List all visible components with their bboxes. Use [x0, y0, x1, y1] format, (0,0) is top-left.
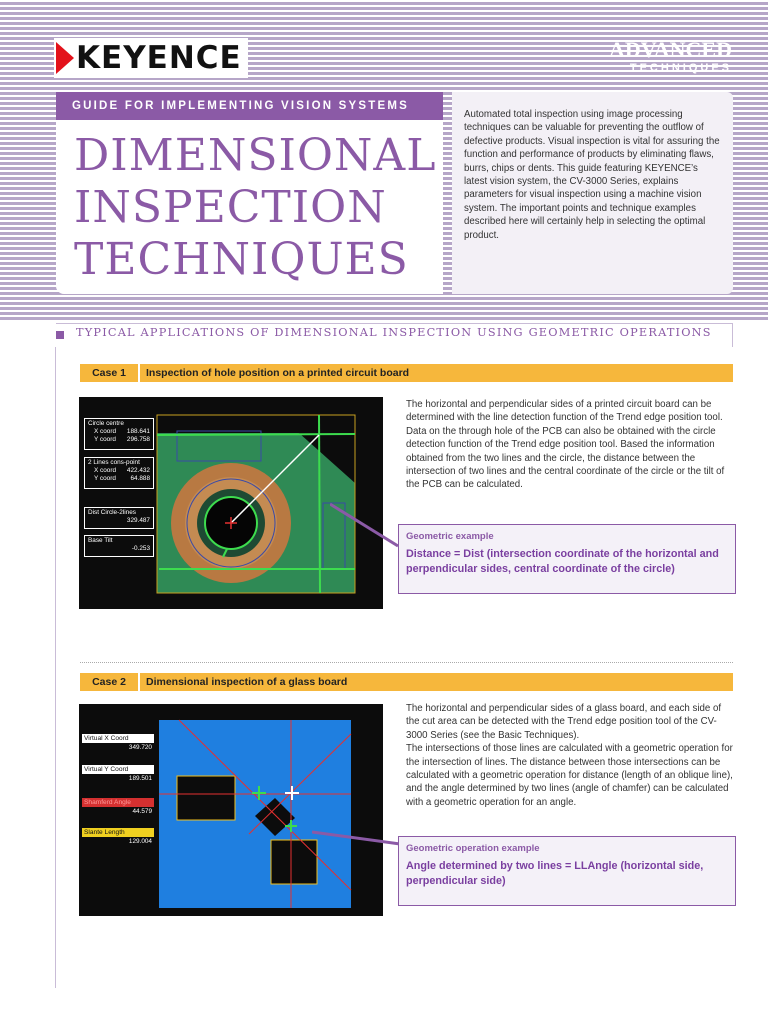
- case2-bar: Case 2 Dimensional inspection of a glass…: [80, 673, 733, 691]
- section-square-icon: [56, 331, 64, 339]
- dist-value: 329.487: [126, 517, 150, 525]
- circle-centre-title: Circle centre: [88, 420, 124, 427]
- case1-title: Inspection of hole position on a printed…: [146, 367, 410, 379]
- case2-body: The horizontal and perpendicular sides o…: [406, 703, 733, 808]
- chamfer-angle-value: 44.579: [132, 808, 152, 815]
- circle-x-row: X coord 188.641: [88, 428, 150, 436]
- case1-connector: [330, 502, 399, 548]
- virtual-y-value: 189.501: [128, 775, 152, 782]
- base-tilt-panel: Base Tilt -0.253: [84, 535, 154, 557]
- brand-name: KEYENCE: [76, 40, 242, 76]
- case1-bar: Case 1 Inspection of hole position on a …: [80, 364, 733, 382]
- section-title: TYPICAL APPLICATIONS OF DIMENSIONAL INSP…: [76, 326, 712, 339]
- case1-example-label: Geometric example: [406, 531, 494, 542]
- chamfer-angle-title: Shamferd Angle: [82, 798, 154, 807]
- title-line2: INSPECTION: [74, 182, 387, 233]
- tilt-title: Base Tilt: [88, 537, 113, 544]
- case2-title: Dimensional inspection of a glass board: [146, 676, 348, 688]
- circle-x-value: 188.641: [126, 428, 150, 436]
- lines-y-value: 64.888: [130, 475, 150, 483]
- dist-title: Dist Circle-2lines: [88, 509, 136, 516]
- lines-y-row: Y coord 64.888: [88, 475, 150, 483]
- lines-title: 2 Lines cons-point: [88, 459, 140, 466]
- dist-panel: Dist Circle-2lines 329.487: [84, 507, 154, 529]
- title-line3: TECHNIQUES: [74, 234, 409, 285]
- case2-example-equation: Angle determined by two lines = LLAngle …: [406, 860, 704, 887]
- slant-length-value: 129.004: [128, 838, 152, 845]
- case1-screenshot: Circle centre X coord 188.641 Y coord 296.…: [79, 397, 383, 609]
- lines-x-label: X coord: [94, 467, 117, 475]
- case1-number: Case 1: [80, 364, 140, 382]
- case1-example-equation: Distance = Dist (intersection coordinate…: [406, 548, 719, 575]
- circle-y-label: Y coord: [94, 436, 116, 444]
- intro-card: [452, 92, 733, 294]
- slant-length-title: Slante Length: [82, 828, 154, 837]
- virtual-x-title: Virtual X Coord: [82, 734, 154, 743]
- case2-screenshot: Virtual X Coord 349.720 Virtual Y Coord …: [79, 704, 383, 916]
- circle-y-value: 296.758: [126, 436, 150, 444]
- page-title: DIMENSIONAL INSPECTION TECHNIQUES: [74, 130, 436, 286]
- tilt-value: -0.253: [131, 545, 150, 553]
- title-card: [56, 92, 443, 294]
- series-line2: TECHNIQUES: [629, 62, 732, 74]
- title-line1: DIMENSIONAL: [74, 130, 437, 181]
- lines-cons-point-panel: 2 Lines cons-point X coord 422.432 Y coor…: [84, 457, 154, 489]
- lines-x-row: X coord 422.432: [88, 467, 150, 475]
- circle-centre-panel: Circle centre X coord 188.641 Y coord 296.…: [84, 418, 154, 450]
- case-divider: [80, 662, 733, 663]
- logo-mark-icon: [56, 42, 74, 74]
- series-line1: ADVANCED: [608, 37, 732, 62]
- case2-connector: [312, 830, 401, 846]
- pcb-image: [79, 397, 383, 609]
- case1-geometric-example: Geometric example Distance = Dist (inter…: [398, 524, 736, 594]
- guide-label: GUIDE FOR IMPLEMENTING VISION SYSTEMS: [56, 92, 443, 120]
- circle-x-label: X coord: [94, 428, 117, 436]
- circle-y-row: Y coord 296.758: [88, 436, 150, 444]
- case2-geometric-example: Geometric operation example Angle determ…: [398, 836, 736, 906]
- lines-x-value: 422.432: [126, 467, 150, 475]
- lines-y-label: Y coord: [94, 475, 116, 483]
- case2-example-label: Geometric operation example: [406, 843, 540, 854]
- virtual-x-value: 349.720: [128, 744, 152, 751]
- keyence-logo: KEYENCE: [54, 38, 248, 78]
- virtual-y-title: Virtual Y Coord: [82, 765, 154, 774]
- case2-number: Case 2: [80, 673, 140, 691]
- case1-body: The horizontal and perpendicular sides o…: [406, 399, 725, 491]
- intro-paragraph: Automated total inspection using image p…: [464, 109, 720, 241]
- section-header-frame: [56, 323, 733, 347]
- left-rule: [55, 347, 56, 988]
- advanced-techniques-badge: ADVANCED TECHNIQUES: [608, 37, 732, 75]
